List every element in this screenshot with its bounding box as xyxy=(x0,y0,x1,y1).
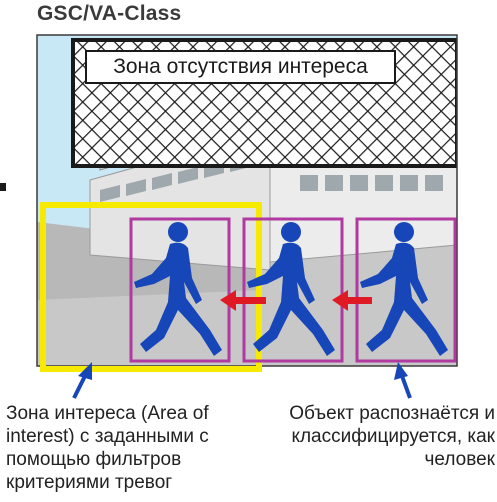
person-walking-icon xyxy=(360,222,448,356)
person-walking-icon xyxy=(247,222,335,356)
side-marker xyxy=(0,183,6,191)
exclusion-zone-label: Зона отсутствия интереса xyxy=(85,50,396,84)
area-of-interest-frame xyxy=(40,202,262,372)
object-frame-2 xyxy=(242,217,344,363)
object-frame-1 xyxy=(129,217,231,363)
diagram-title: GSC/VA-Class xyxy=(37,2,182,25)
object-frame-3 xyxy=(355,217,457,363)
pointer-arrow-icon xyxy=(394,362,412,399)
object-caption: Объект распознаётся и классифицируется, … xyxy=(289,403,495,470)
person-walking-icon xyxy=(134,222,222,356)
left-arrow-icon xyxy=(220,290,266,311)
pointer-arrow-icon xyxy=(72,362,92,399)
area-of-interest-caption: Зона интереса (Area of interest) с задан… xyxy=(6,403,209,493)
left-arrow-icon xyxy=(332,290,372,311)
